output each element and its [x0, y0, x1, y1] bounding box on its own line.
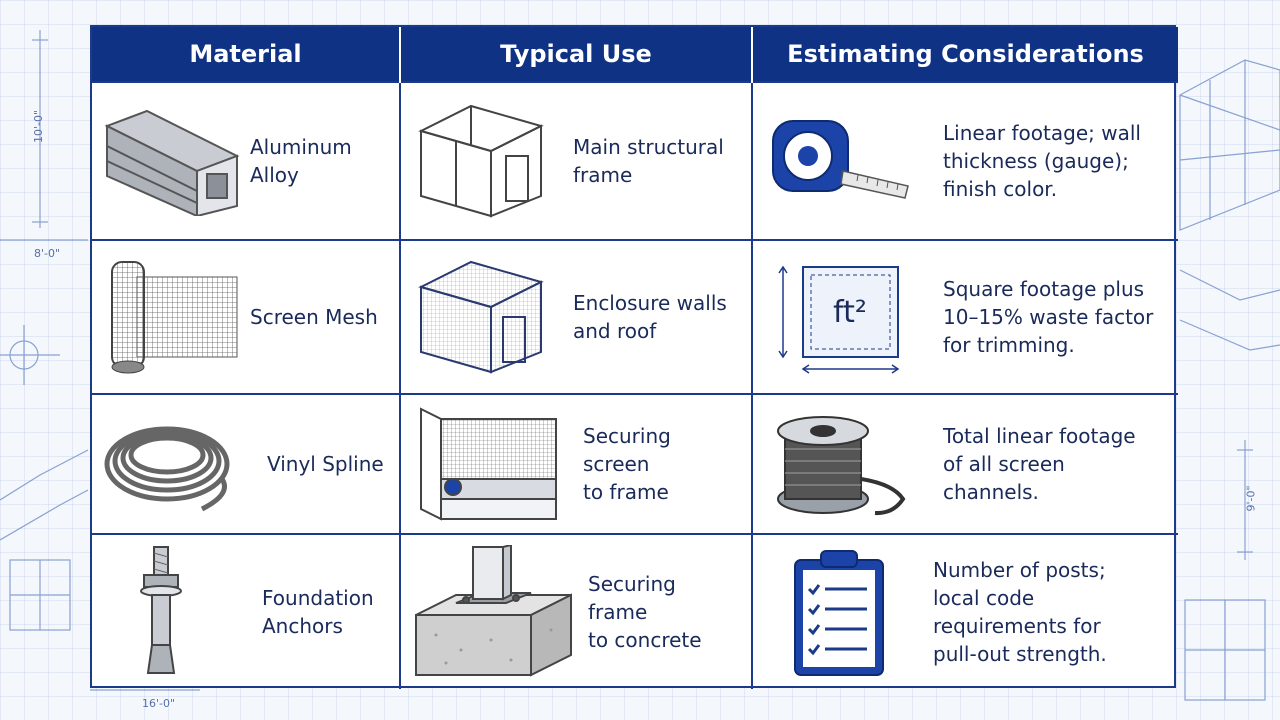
material-name: Anchors	[262, 614, 343, 638]
enclosure-frame-icon	[418, 104, 544, 218]
material-name: Aluminum Alloy	[250, 135, 352, 187]
est-line: local code	[933, 586, 1035, 610]
use-line: Enclosure walls	[573, 291, 727, 315]
typical-use-cell: Securing screen to frame	[399, 393, 753, 535]
estimating-cell: Number of posts; local code requirements…	[751, 533, 1178, 689]
dimension-label: 9'-0"	[1244, 485, 1258, 512]
use-line: to frame	[583, 480, 669, 504]
use-line: Securing screen	[583, 424, 671, 476]
est-line: Linear footage; wall	[943, 121, 1141, 145]
anchor-bolt-icon	[140, 545, 182, 674]
use-line: and roof	[573, 319, 657, 343]
typical-use-cell: Securing frame to concrete	[399, 533, 753, 689]
spline-coil-icon	[104, 426, 230, 512]
post-on-concrete-icon	[415, 544, 572, 677]
table-row: Vinyl Spline	[92, 393, 1178, 535]
typical-use-cell: Main structural frame	[399, 81, 753, 241]
typical-use-cell: Enclosure walls and roof	[399, 239, 753, 395]
dimension-label: 16'-0"	[142, 697, 176, 710]
est-line: 10–15% waste factor	[943, 305, 1154, 329]
clipboard-checklist-icon	[794, 549, 884, 676]
tape-measure-icon	[772, 120, 909, 199]
spool-icon	[777, 416, 906, 516]
est-line: of all screen	[943, 452, 1065, 476]
use-line: to concrete	[588, 628, 702, 652]
mesh-roll-icon	[111, 261, 238, 374]
est-line: Number of posts;	[933, 558, 1106, 582]
table-row: Foundation Anchors	[92, 533, 1178, 689]
estimating-cell: ft² Square footage plus 10–15% waste fac…	[751, 239, 1178, 395]
material-cell: Aluminum Alloy	[92, 81, 401, 241]
screened-enclosure-icon	[418, 260, 544, 374]
material-cell: Vinyl Spline	[92, 393, 401, 535]
est-line: Square footage plus	[943, 277, 1145, 301]
dimension-label: 8'-0"	[34, 247, 61, 260]
square-footage-label: ft²	[833, 295, 867, 330]
estimating-cell: Linear footage; wall thickness (gauge); …	[751, 81, 1178, 241]
square-footage-icon: ft²	[778, 265, 900, 374]
use-line: frame	[573, 163, 633, 187]
materials-table: Material Typical Use Estimating Consider…	[90, 25, 1178, 689]
table-header-row: Material Typical Use Estimating Consider…	[92, 27, 1178, 82]
est-line: requirements for	[933, 614, 1101, 638]
estimating-cell: Total linear footage of all screen chann…	[751, 393, 1178, 535]
dimension-label: 10'-0"	[32, 109, 46, 144]
est-line: finish color.	[943, 177, 1058, 201]
material-name: Screen Mesh	[250, 305, 378, 329]
material-name: Vinyl Spline	[267, 452, 384, 476]
est-line: channels.	[943, 480, 1039, 504]
material-cell: Foundation Anchors	[92, 533, 401, 689]
header-estimating-considerations: Estimating Considerations	[752, 27, 1178, 82]
est-line: for trimming.	[943, 333, 1075, 357]
header-typical-use: Typical Use	[400, 27, 753, 82]
material-name: Foundation	[262, 586, 374, 610]
table-row: Screen Mesh	[92, 239, 1178, 395]
header-material: Material	[92, 27, 401, 82]
est-line: thickness (gauge);	[943, 149, 1129, 173]
use-line: Main structural	[573, 135, 724, 159]
est-line: Total linear footage	[943, 424, 1136, 448]
screen-channel-icon	[420, 407, 557, 521]
est-line: pull-out strength.	[933, 642, 1107, 666]
aluminum-extrusion-icon	[104, 109, 240, 216]
table-row: Aluminum Alloy Main structural frame	[92, 81, 1178, 241]
material-cell: Screen Mesh	[92, 239, 401, 395]
use-line: Securing frame	[588, 572, 676, 624]
